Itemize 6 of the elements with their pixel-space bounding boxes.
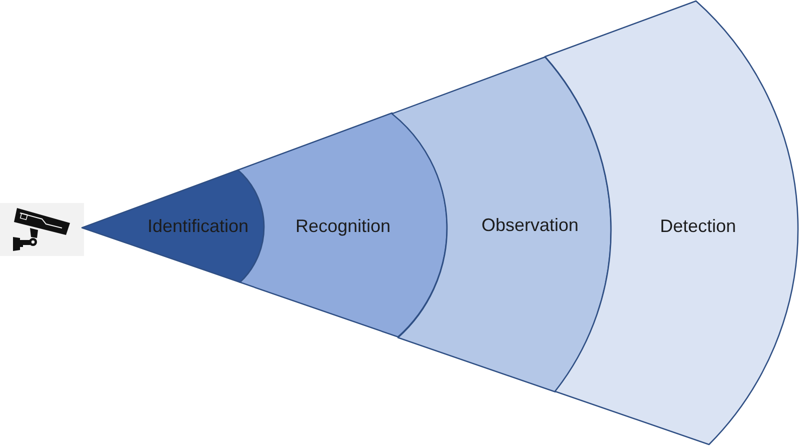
zone-label: Recognition — [295, 216, 391, 235]
zone-label: Detection — [660, 217, 736, 235]
zone-label: Identification — [147, 216, 249, 235]
range-zone — [392, 56, 611, 392]
range-zone — [82, 170, 264, 283]
zone-label: Observation — [481, 216, 579, 234]
